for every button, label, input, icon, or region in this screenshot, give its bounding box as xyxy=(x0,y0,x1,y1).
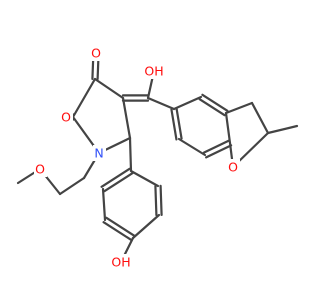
svg-text:O: O xyxy=(91,46,101,61)
single-bond xyxy=(93,77,125,100)
svg-text:O: O xyxy=(228,160,238,175)
single-bond xyxy=(131,213,161,240)
double-bond xyxy=(202,139,230,154)
single-bond xyxy=(129,169,160,188)
double-bond xyxy=(102,221,133,242)
single-bond xyxy=(250,101,270,135)
lactam-oxygen-label: O xyxy=(60,109,73,125)
double-bond xyxy=(100,167,131,188)
svg-text:OH: OH xyxy=(144,64,163,79)
chemical-structure-diagram: O O OH N O O OH xyxy=(16,45,299,270)
double-bond xyxy=(103,172,134,193)
single-bond xyxy=(71,77,97,119)
double-bond xyxy=(175,107,183,140)
furan-oxygen-label: O xyxy=(227,159,240,175)
bonds xyxy=(16,51,299,264)
phenol-hydroxyl-label: OH xyxy=(110,254,132,270)
single-bond xyxy=(121,96,132,140)
single-bond xyxy=(101,187,107,222)
enol-hydroxyl-label: OH xyxy=(143,63,165,79)
double-bond xyxy=(201,93,229,112)
single-bond xyxy=(128,136,133,173)
single-bond xyxy=(146,96,176,111)
single-bond xyxy=(224,101,254,115)
ketone-oxygen-label: O xyxy=(90,45,103,61)
single-bond xyxy=(266,124,299,135)
svg-text:N: N xyxy=(94,146,103,161)
single-bond xyxy=(224,111,232,145)
double-bond xyxy=(198,98,226,117)
single-bond xyxy=(172,95,203,111)
double-bond xyxy=(105,216,136,237)
svg-text:O: O xyxy=(35,162,45,177)
svg-text:OH: OH xyxy=(111,255,130,270)
single-bond xyxy=(177,137,207,157)
double-bond xyxy=(205,144,233,159)
single-bond xyxy=(58,176,86,196)
svg-text:O: O xyxy=(61,110,71,125)
double-bond xyxy=(170,108,178,141)
ring-nitrogen-label: N xyxy=(93,145,106,161)
double-bond xyxy=(154,184,158,217)
atom-labels: O O OH N O O OH xyxy=(34,45,240,270)
ether-oxygen-label: O xyxy=(34,161,47,177)
double-bond xyxy=(159,184,163,217)
